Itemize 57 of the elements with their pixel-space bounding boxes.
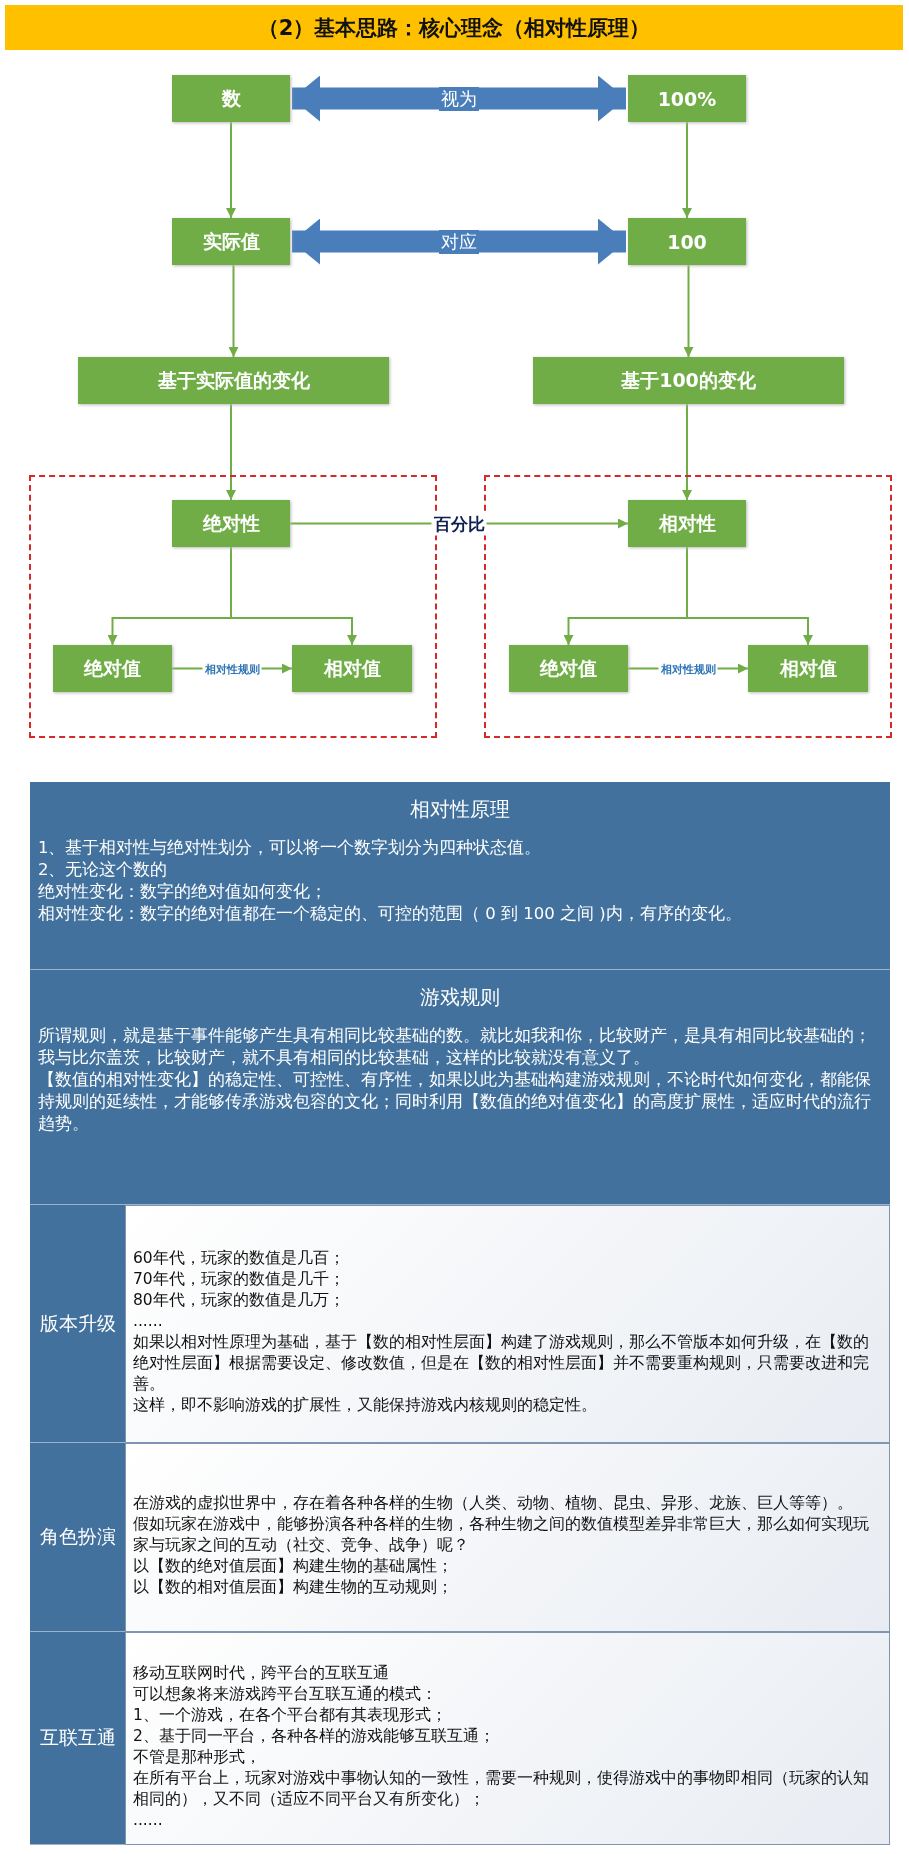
paragraph-text: ...... [133, 1311, 164, 1332]
paragraph-text: 相对性变化：数字的绝对值都在一个稳定的、可控的范围（ 0 到 100 之间 )内，有序的变化。 [38, 903, 743, 925]
edge-label: 相对性规则 [202, 661, 262, 676]
edge-label: 对应 [439, 229, 479, 254]
paragraph-text: 【数值的相对性变化】的稳定性、可控性、有序性，如果以此为基础构建游戏规则，不论时代如何变化，都能保持规则的延续性，才能够传承游戏包容的文化；同时利用【数值的绝对值变化】的高度扩展性，适应时代的流行趋势。 [38, 1069, 872, 1135]
edge-label: 百分比 [431, 512, 487, 535]
process-box: 相对值 [748, 645, 868, 692]
paragraph-text: 移动互联网时代，跨平台的互联互通 [133, 1662, 390, 1684]
process-box: 绝对值 [53, 645, 172, 692]
paragraph-text: 这样，即不影响游戏的扩展性，又能保持游戏内核规则的稳定性。 [133, 1395, 598, 1416]
row-header: 互联互通 [30, 1632, 125, 1845]
edge-label: 相对性规则 [658, 661, 718, 676]
arrow [228, 264, 239, 358]
paragraph-text: 1、基于相对性与绝对性划分，可以将一个数字划分为四种状态值。 [38, 837, 543, 859]
arrow [226, 121, 236, 219]
process-box: 100% [628, 75, 746, 122]
arrow [682, 121, 692, 219]
paragraph-text: 2、无论这个数的 [38, 859, 169, 881]
double-arrow [292, 218, 626, 265]
paragraph-text: ...... [133, 1809, 164, 1831]
arrow [226, 403, 236, 501]
process-box: 数 [172, 75, 290, 122]
arrow [683, 264, 694, 358]
process-box: 实际值 [172, 218, 290, 265]
paragraph-text: 60年代，玩家的数值是几百； [133, 1248, 346, 1269]
paragraph-text: 以【数的相对值层面】构建生物的互动规则； [133, 1577, 454, 1598]
paragraph-text: 80年代，玩家的数值是几万； [133, 1290, 346, 1311]
arrow [230, 546, 357, 646]
dashed-group-frame [484, 475, 892, 738]
process-box: 相对性 [628, 500, 746, 547]
paragraph-text: 不管是那种形式， [133, 1746, 262, 1768]
paragraph-text: 在所有平台上，玩家对游戏中事物认知的一致性，需要一种规则，使得游戏中的事物即相同（玩家的认知相同的），又不同（适应不同平台又有所变化）； [133, 1767, 870, 1810]
paragraph-text: 如果以相对性原理为基础，基于【数的相对性层面】构建了游戏规则，那么不管版本如何升级，在【数的绝对性层面】根据需要设定、修改数值，但是在【数的相对性层面】并不需要重构规则，只需要改进和完善。 [133, 1332, 870, 1395]
arrow [686, 546, 813, 646]
paragraph-text: 70年代，玩家的数值是几千； [133, 1269, 346, 1290]
section-heading: 相对性原理 [409, 796, 511, 823]
paragraph-text: 可以想象将来游戏跨平台互联互通的模式： [133, 1683, 438, 1705]
paragraph-text: 1、一个游戏，在各个平台都有其表现形式； [133, 1704, 448, 1726]
process-box: 绝对值 [509, 645, 628, 692]
paragraph-text: 以【数的绝对值层面】构建生物的基础属性； [133, 1556, 454, 1577]
paragraph-text: 所谓规则，就是基于事件能够产生具有相同比较基础的数。就比如我和你，比较财产，是具有相同比较基础的；我与比尔盖茨，比较财产，就不具有相同的比较基础，这样的比较就没有意义了。 [38, 1025, 872, 1069]
title-banner: （2）基本思路：核心理念（相对性原理） [5, 5, 903, 50]
row-header: 版本升级 [30, 1205, 125, 1443]
double-arrow [292, 75, 626, 122]
paragraph-text: 2、基于同一平台，各种各样的游戏能够互联互通； [133, 1725, 496, 1747]
process-box: 基于100的变化 [533, 357, 844, 404]
paragraph-text: 在游戏的虚拟世界中，存在着各种各样的生物（人类、动物、植物、昆虫、异形、龙族、巨人等等）。 [133, 1493, 854, 1514]
section-heading: 游戏规则 [419, 984, 501, 1011]
row-header: 角色扮演 [30, 1443, 125, 1632]
process-box: 100 [628, 218, 746, 265]
edge-label: 视为 [439, 86, 479, 111]
process-box: 相对值 [292, 645, 412, 692]
arrow [682, 403, 692, 501]
paragraph-text: 假如玩家在游戏中，能够扮演各种各样的生物，各种生物之间的数值模型差异非常巨大，那么如何实现玩家与玩家之间的互动（社交、竞争、战争）呢？ [133, 1514, 870, 1556]
process-box: 绝对性 [172, 500, 290, 547]
paragraph-text: 绝对性变化：数字的绝对值如何变化； [38, 881, 328, 903]
process-box: 基于实际值的变化 [78, 357, 389, 404]
